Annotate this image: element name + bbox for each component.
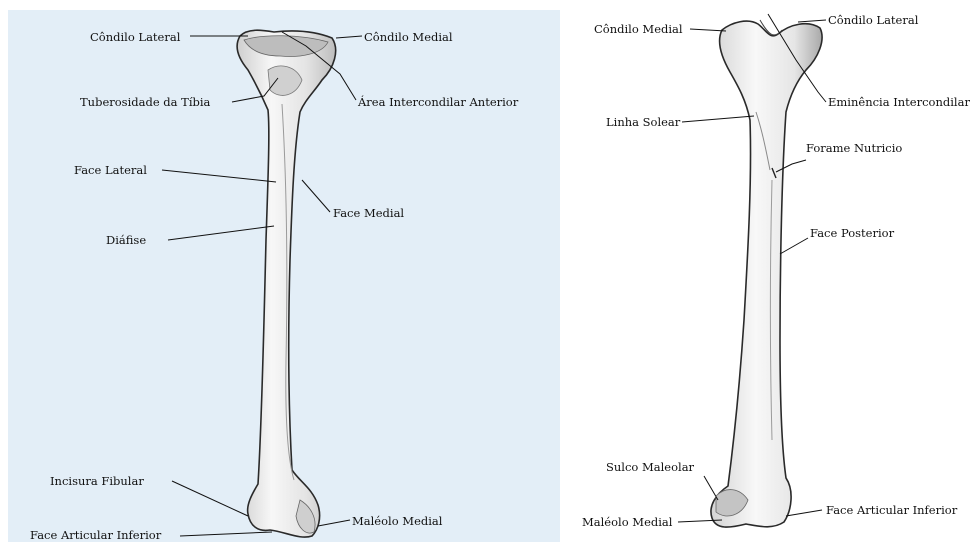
label-incisura-fibular: Incisura Fibular (50, 474, 144, 488)
leader-face-posterior (780, 238, 808, 254)
leader-linha-solear (682, 116, 754, 122)
leader-sulco-maleolar (704, 476, 718, 500)
leader-face-articular-post (786, 510, 822, 516)
label-linha-solear: Linha Solear (606, 115, 680, 129)
label-diafise: Diáfise (106, 233, 146, 247)
label-face-medial: Face Medial (333, 206, 404, 220)
leader-condilo-medial-post (690, 29, 726, 31)
leader-face-articular-ant (180, 532, 272, 536)
label-maleolo-medial-posterior: Maléolo Medial (582, 515, 672, 529)
leader-maleolo-medial-ant (318, 520, 350, 526)
leader-condilo-lateral-post (798, 20, 826, 22)
label-face-lateral: Face Lateral (74, 163, 147, 177)
leader-diafise (168, 226, 274, 240)
label-tuberosidade-tibia: Tuberosidade da Tíbia (80, 95, 210, 109)
label-area-intercondilar-anterior: Área Intercondilar Anterior (358, 95, 518, 109)
label-face-articular-inferior-posterior: Face Articular Inferior (826, 503, 977, 517)
label-forame-nutricio: Forame Nutricio (806, 141, 902, 155)
label-condilo-medial-anterior: Côndilo Medial (364, 30, 453, 44)
label-eminencia-intercondilar: Eminência Intercondilar (828, 95, 977, 109)
label-condilo-medial-posterior: Côndilo Medial (594, 22, 683, 36)
label-condilo-lateral-anterior: Côndilo Lateral (90, 30, 180, 44)
label-face-articular-inferior-anterior: Face Articular Inferior (30, 528, 161, 542)
label-sulco-maleolar: Sulco Maleolar (606, 460, 694, 474)
label-face-posterior: Face Posterior (810, 226, 894, 240)
leader-incisura-fibular (172, 481, 248, 516)
leader-condilo-medial-ant (336, 36, 362, 38)
tibia-posterior (711, 21, 822, 527)
label-maleolo-medial-anterior: Maléolo Medial (352, 514, 442, 528)
label-condilo-lateral-posterior: Côndilo Lateral (828, 13, 918, 27)
leader-face-lateral (162, 170, 276, 182)
leader-face-medial (302, 180, 330, 212)
